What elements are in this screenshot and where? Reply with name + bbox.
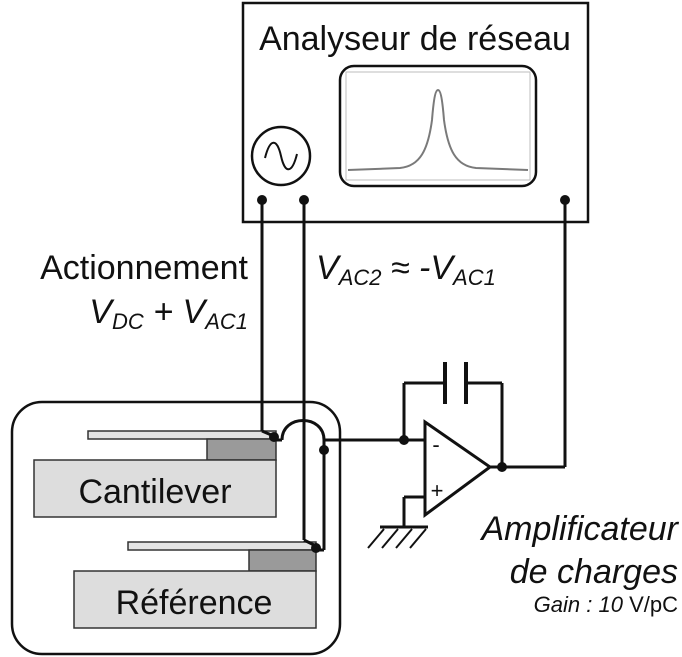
amplifier-title: Amplificateur (479, 510, 679, 548)
reference-voltage-formula: VAC2 ≈ -VAC1 (316, 249, 496, 290)
opamp-plus: + (431, 478, 444, 503)
opamp-icon: - + (423, 419, 493, 518)
reference-label: Référence (116, 584, 273, 622)
cantilever: Cantilever (33, 430, 277, 518)
ground-icon (367, 525, 428, 549)
chip-package: Cantilever Référence (10, 400, 342, 656)
cantilever-label: Cantilever (78, 473, 231, 511)
amplifier-subtitle: de charges (510, 553, 678, 591)
amplifier-gain: Gain : 10 V/pC (534, 592, 678, 617)
actuation-title: Actionnement (40, 249, 248, 287)
reference-cantilever: Référence (73, 541, 317, 629)
resonance-display-icon (338, 64, 538, 188)
analyzer-title: Analyseur de réseau (259, 20, 571, 58)
amplifier-label: Amplificateur de charges Gain : 10 V/pC (479, 510, 679, 617)
actuation-formula: VDC + VAC1 (89, 293, 248, 334)
capacitor-icon (443, 362, 468, 404)
network-analyzer: Analyseur de réseau (241, 1, 590, 224)
opamp-minus: - (432, 432, 439, 457)
sine-source-icon (250, 125, 312, 187)
actuation-label: Actionnement VDC + VAC1 (40, 249, 248, 334)
junction-dots (257, 195, 570, 553)
